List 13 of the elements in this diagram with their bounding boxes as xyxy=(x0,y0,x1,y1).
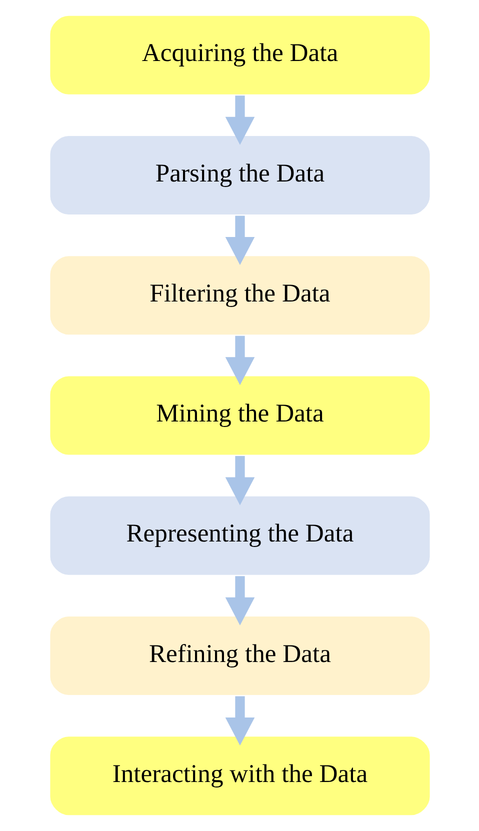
arrow xyxy=(224,216,254,265)
node-box: Refining the Data xyxy=(48,614,431,697)
arrow xyxy=(224,96,254,145)
node-box: Interacting with the Data xyxy=(48,735,431,817)
node-box: Representing the Data xyxy=(48,494,431,576)
node-box: Mining the Data xyxy=(48,374,431,456)
arrow xyxy=(224,456,254,506)
arrow xyxy=(224,696,254,746)
arrow xyxy=(224,576,254,626)
arrow xyxy=(224,336,254,386)
node-box: Acquiring the Data xyxy=(48,14,431,96)
node-box: Parsing the Data xyxy=(48,134,431,216)
node-box: Filtering the Data xyxy=(48,254,431,336)
